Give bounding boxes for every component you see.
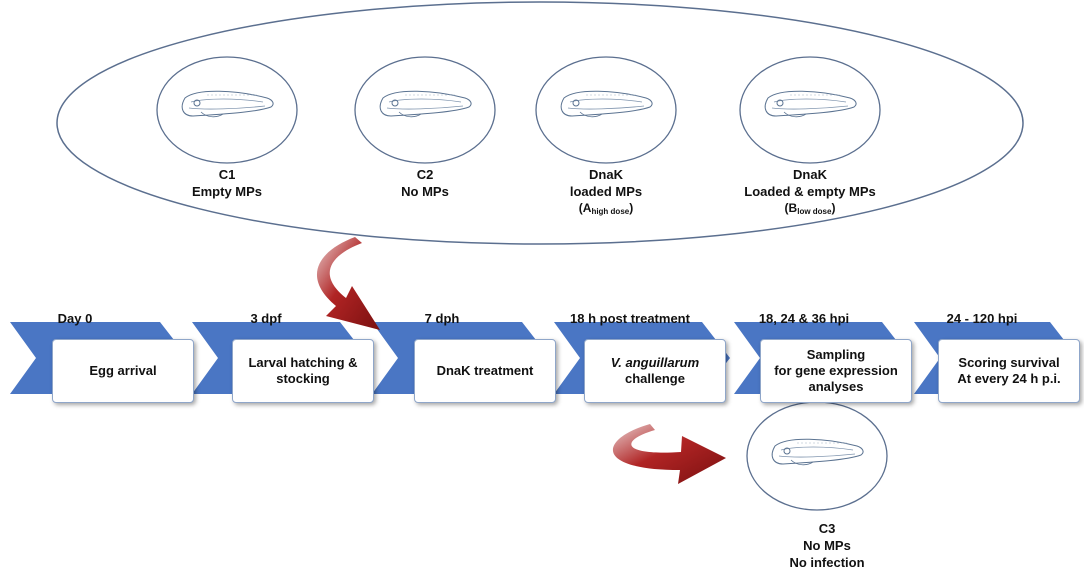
group-name: DnaK [793,167,827,182]
step-2-label: Larval hatching & [248,355,358,370]
group-name: DnaK [589,167,623,182]
step-1-time: Day 0 [57,311,93,326]
step-6-label-2: At every 24 h p.i. [957,371,1061,386]
step-6-label: Scoring survival [958,355,1060,370]
step-4-time: 18 h post treatment [570,311,690,326]
group-label-dnak-a: DnaK loaded MPs (Ahigh dose) [521,166,691,220]
step-5-label-3: analyses [808,379,864,394]
step-4-label: V. anguillarum [610,355,700,370]
step-1-label: Egg arrival [89,363,157,378]
step-4-label-2: challenge [625,371,685,386]
step-3-box: DnaK treatment [414,339,556,403]
group-description: loaded MPs [569,184,643,199]
group-description: No MPs [803,538,851,553]
group-label-c2: C2 No MPs [340,166,510,200]
group-description: No MPs [401,184,449,199]
group-description: Loaded & empty MPs [744,184,876,199]
group-c1-ellipse [156,56,298,164]
group-name: C3 [818,521,836,536]
group-dnak-b-ellipse [739,56,881,164]
step-2-time: 3 dpf [250,311,282,326]
step-2-box: Larval hatching &stocking [232,339,374,403]
group-name: C1 [218,167,236,182]
step-6-time: 24 - 120 hpi [946,311,1018,326]
group-c3-ellipse [746,401,888,511]
group-dose: (Blow dose) [784,201,836,216]
step-5-time: 18, 24 & 36 hpi [758,311,850,326]
group-label-dnak-b: DnaK Loaded & empty MPs (Blow dose) [725,166,895,220]
group-dnak-a-ellipse [535,56,677,164]
group-dose: (Ahigh dose) [578,201,634,216]
step-5-label: Sampling [806,347,866,362]
step-2-label-2: stocking [276,371,330,386]
group-name: C2 [416,167,434,182]
curved-arrow-icon [612,424,726,484]
group-description: Empty MPs [191,184,263,199]
step-3-time: 7 dph [424,311,460,326]
group-description-2: No infection [789,555,865,570]
curved-arrow-icon [316,237,380,330]
group-label-c3: C3 No MPs No infection [742,520,912,571]
step-5-label-2: for gene expression [774,363,898,378]
step-1-box: Egg arrival [52,339,194,403]
group-c2-ellipse [354,56,496,164]
step-3-label: DnaK treatment [436,363,534,378]
group-label-c1: C1 Empty MPs [142,166,312,200]
